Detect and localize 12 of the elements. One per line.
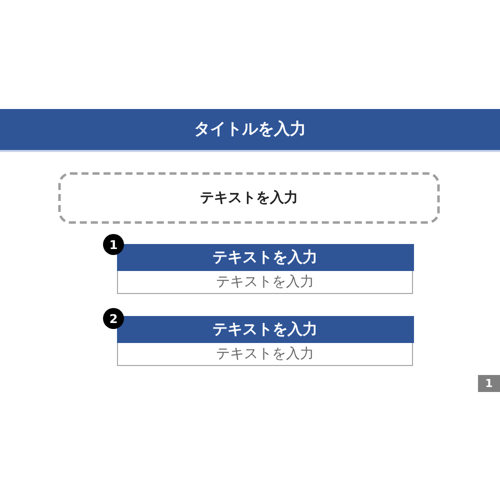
text-box — [58, 172, 440, 224]
card-heading: テキストを入力 — [116, 316, 414, 342]
box-text: テキストを入力 — [200, 189, 298, 207]
card-heading: テキストを入力 — [116, 244, 414, 270]
card-text: テキストを入力 — [215, 272, 315, 292]
title-bar: タイトルを入力 — [0, 109, 500, 152]
text-card — [117, 316, 413, 366]
number-badge: 2 — [103, 308, 124, 329]
number-badge: 1 — [103, 234, 124, 255]
card-text: テキストを入力 — [215, 344, 315, 364]
text-card — [117, 244, 413, 294]
page-number: 1 — [478, 375, 500, 392]
